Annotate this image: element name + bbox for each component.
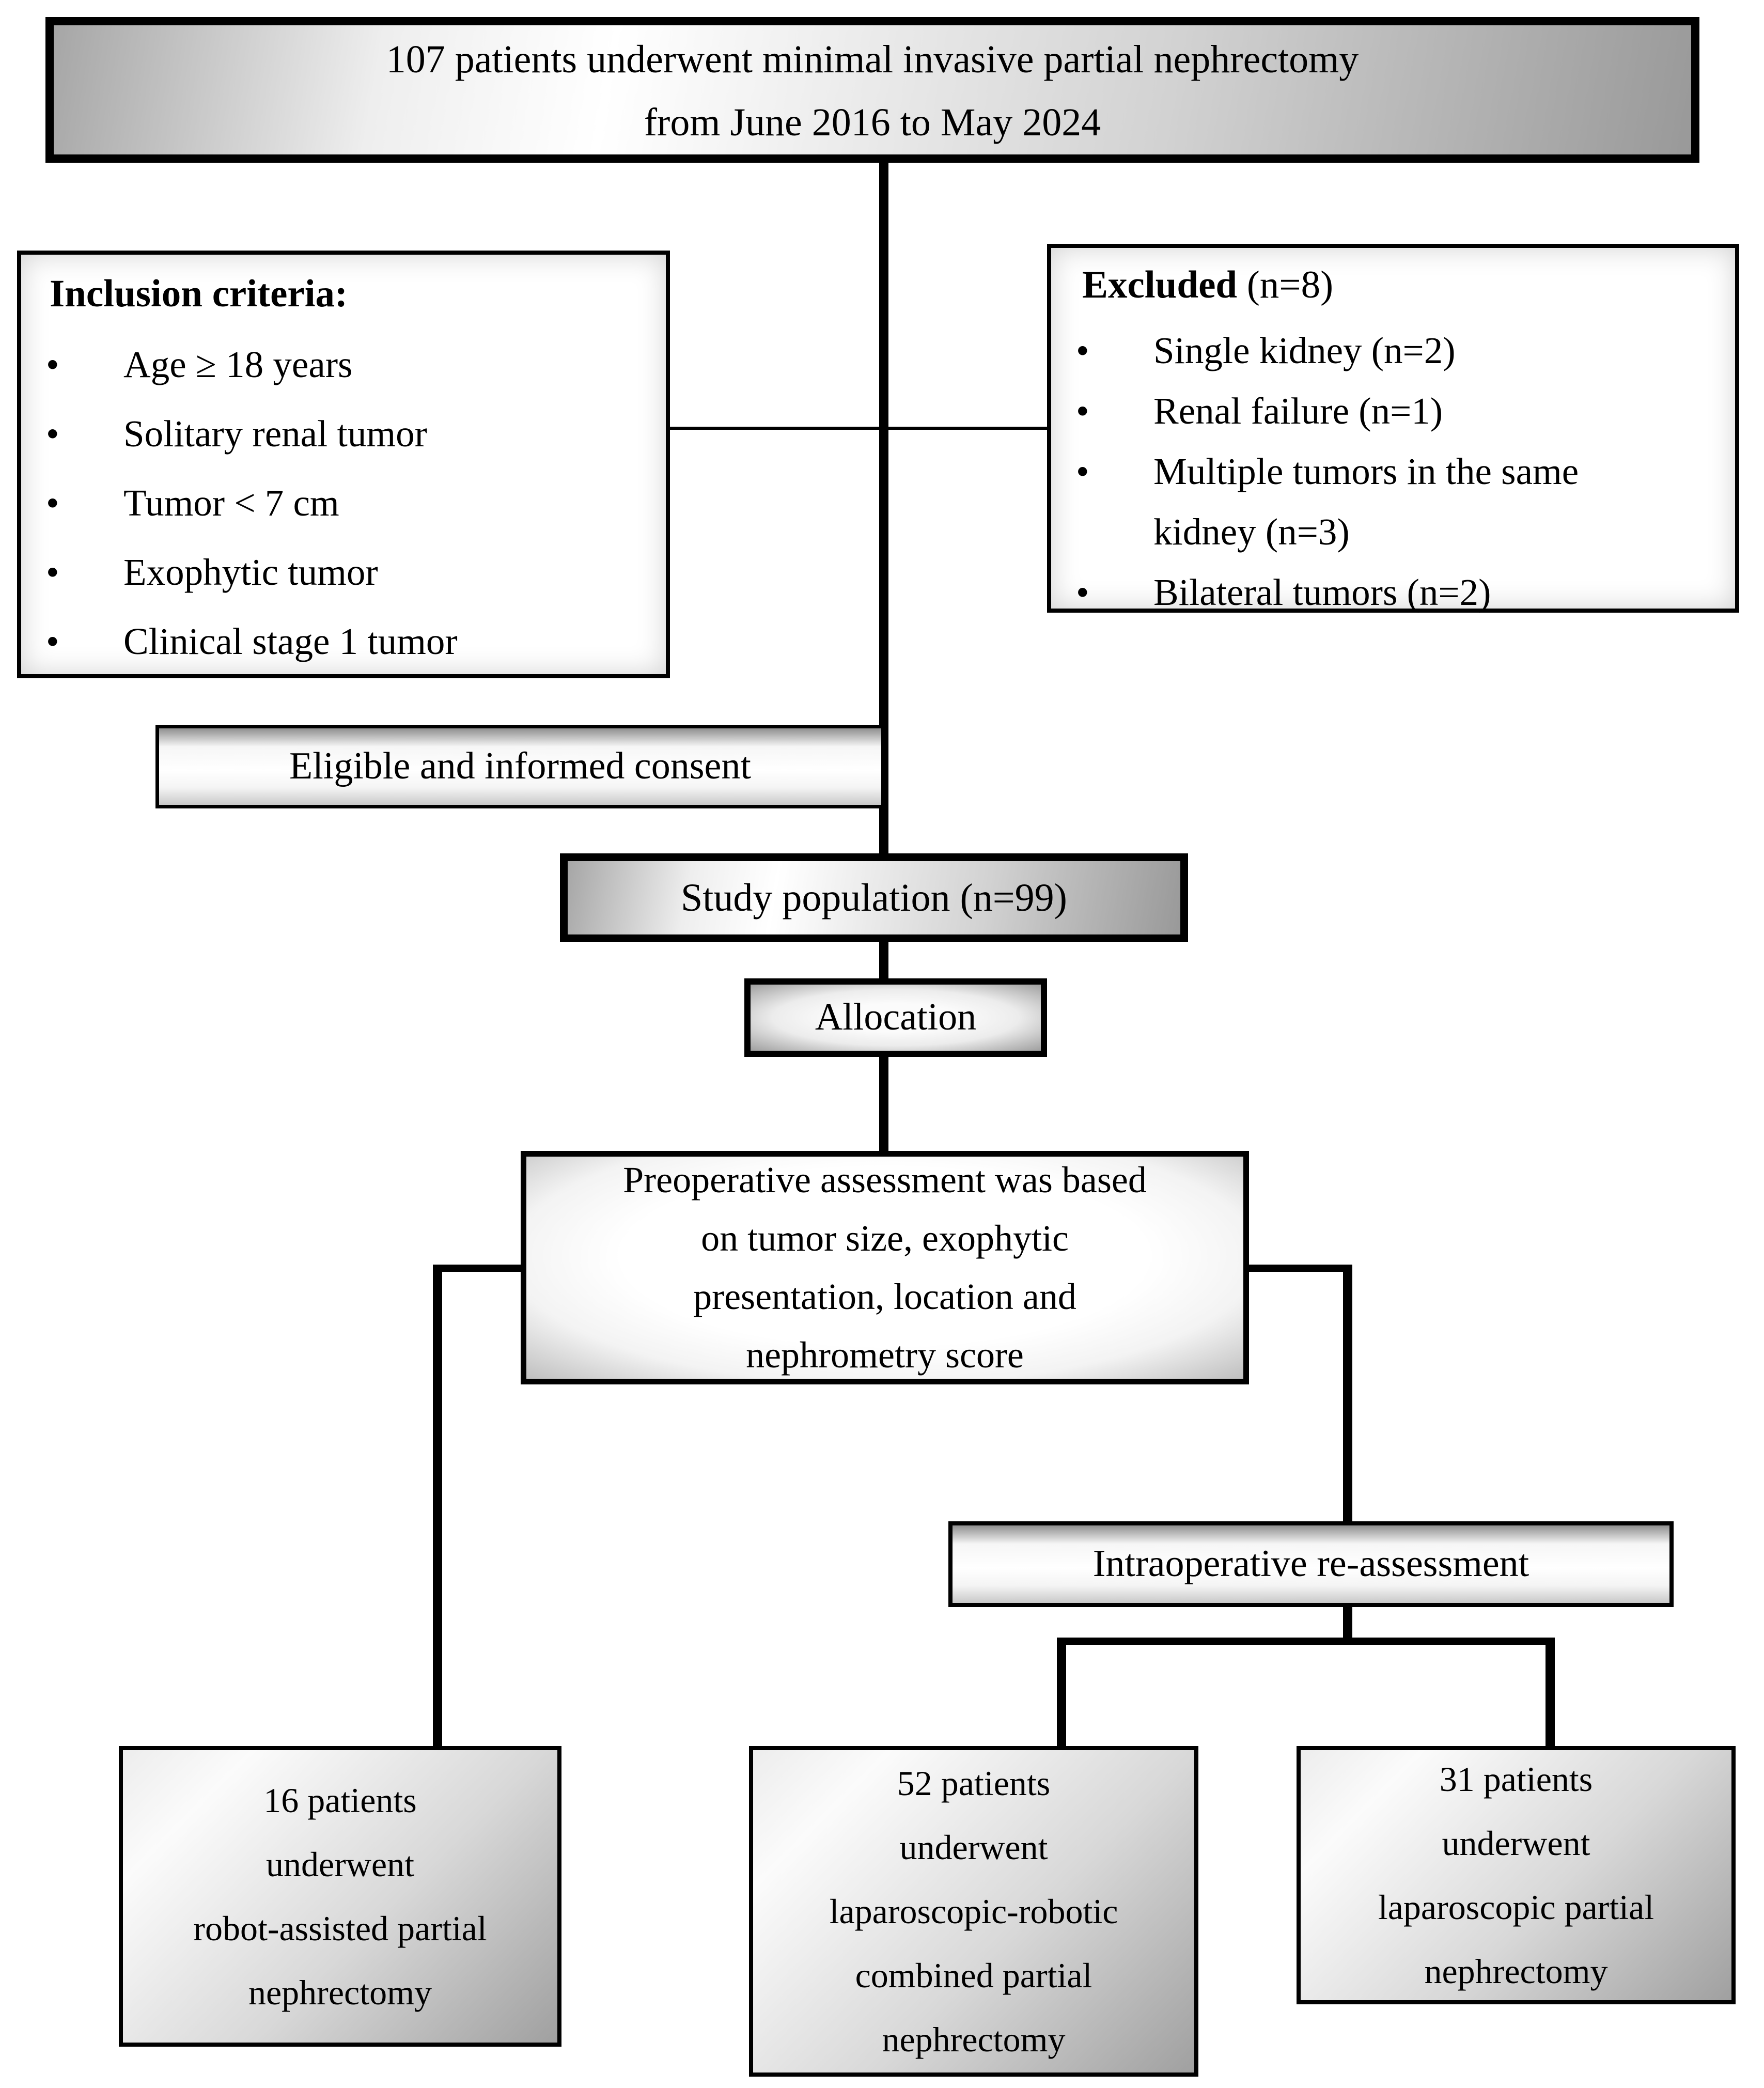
list-item: • Clinical stage 1 tumor xyxy=(46,607,655,676)
connector-right-branch-vertical xyxy=(1343,1265,1352,1523)
inclusion-item-text: Age ≥ 18 years xyxy=(123,344,353,385)
inclusion-item-text: Exophytic tumor xyxy=(123,551,378,593)
bullet-icon: • xyxy=(46,482,59,524)
inclusion-item-text: Solitary renal tumor xyxy=(123,413,427,455)
bullet-icon: • xyxy=(1076,571,1089,613)
intraoperative-label: Intraoperative re-assessment xyxy=(1092,1542,1529,1585)
study-population-label: Study population (n=99) xyxy=(681,876,1067,920)
connector-split-right-vertical xyxy=(1546,1638,1555,1749)
connector-study-to-allocation xyxy=(879,942,888,978)
excluded-item-text: Multiple tumors in the same kidney (n=3) xyxy=(1153,450,1579,553)
connector-split-left-vertical xyxy=(1057,1638,1066,1749)
excluded-box: Excluded (n=8) • Single kidney (n=2) • Ren… xyxy=(1047,244,1739,613)
bullet-icon: • xyxy=(1076,450,1089,492)
bullet-icon: • xyxy=(46,551,59,593)
list-item: • Single kidney (n=2) xyxy=(1076,320,1725,381)
eligible-label: Eligible and informed consent xyxy=(289,745,751,788)
connector-trunk-main xyxy=(879,163,888,858)
bullet-icon: • xyxy=(46,413,59,455)
list-item: • Tumor < 7 cm xyxy=(46,469,655,538)
inclusion-item-text: Tumor < 7 cm xyxy=(123,482,339,524)
allocation-box: Allocation xyxy=(744,978,1047,1057)
bullet-icon: • xyxy=(1076,330,1089,371)
list-item: • Age ≥ 18 years xyxy=(46,330,655,399)
list-item: • Multiple tumors in the same kidney (n=3… xyxy=(1076,441,1725,562)
allocation-label: Allocation xyxy=(815,996,977,1039)
excluded-item-text: Single kidney (n=2) xyxy=(1153,330,1456,371)
connector-allocation-to-preop xyxy=(879,1057,888,1152)
list-item: • Solitary renal tumor xyxy=(46,399,655,469)
excluded-item-text: Renal failure (n=1) xyxy=(1153,390,1443,432)
connector-split-horizontal xyxy=(1057,1638,1555,1645)
inclusion-item-text: Clinical stage 1 tumor xyxy=(123,620,458,662)
eligible-consent-box: Eligible and informed consent xyxy=(155,725,885,808)
connector-left-branch-vertical xyxy=(433,1265,442,1749)
intraoperative-reassessment-box: Intraoperative re-assessment xyxy=(948,1521,1674,1607)
connector-intraop-stub xyxy=(1343,1606,1352,1642)
excluded-title: Excluded (n=8) xyxy=(1051,248,1735,315)
list-item: • Renal failure (n=1) xyxy=(1076,381,1725,441)
connector-right-branch-horizontal xyxy=(1244,1265,1352,1272)
inclusion-list: • Age ≥ 18 years • Solitary renal tumor • T… xyxy=(21,330,666,676)
connector-inclusion-excluded xyxy=(670,427,1047,430)
excluded-title-count: (n=8) xyxy=(1246,263,1334,306)
excluded-list: • Single kidney (n=2) • Renal failure (n=1… xyxy=(1051,320,1735,622)
list-item: • Exophytic tumor xyxy=(46,538,655,607)
bullet-icon: • xyxy=(46,620,59,662)
excluded-item-text: Bilateral tumors (n=2) xyxy=(1153,571,1491,613)
inclusion-title: Inclusion criteria: xyxy=(50,272,348,315)
connector-left-branch-horizontal xyxy=(433,1265,526,1272)
study-population-box: Study population (n=99) xyxy=(560,853,1188,942)
bullet-icon: • xyxy=(1076,390,1089,432)
excluded-title-bold: Excluded xyxy=(1082,263,1238,306)
list-item: • Bilateral tumors (n=2) xyxy=(1076,562,1725,622)
bullet-icon: • xyxy=(46,344,59,385)
inclusion-criteria-box: Inclusion criteria: • Age ≥ 18 years • Sol… xyxy=(17,251,670,678)
enrollment-box: 107 patients underwent minimal invasive … xyxy=(45,17,1699,163)
